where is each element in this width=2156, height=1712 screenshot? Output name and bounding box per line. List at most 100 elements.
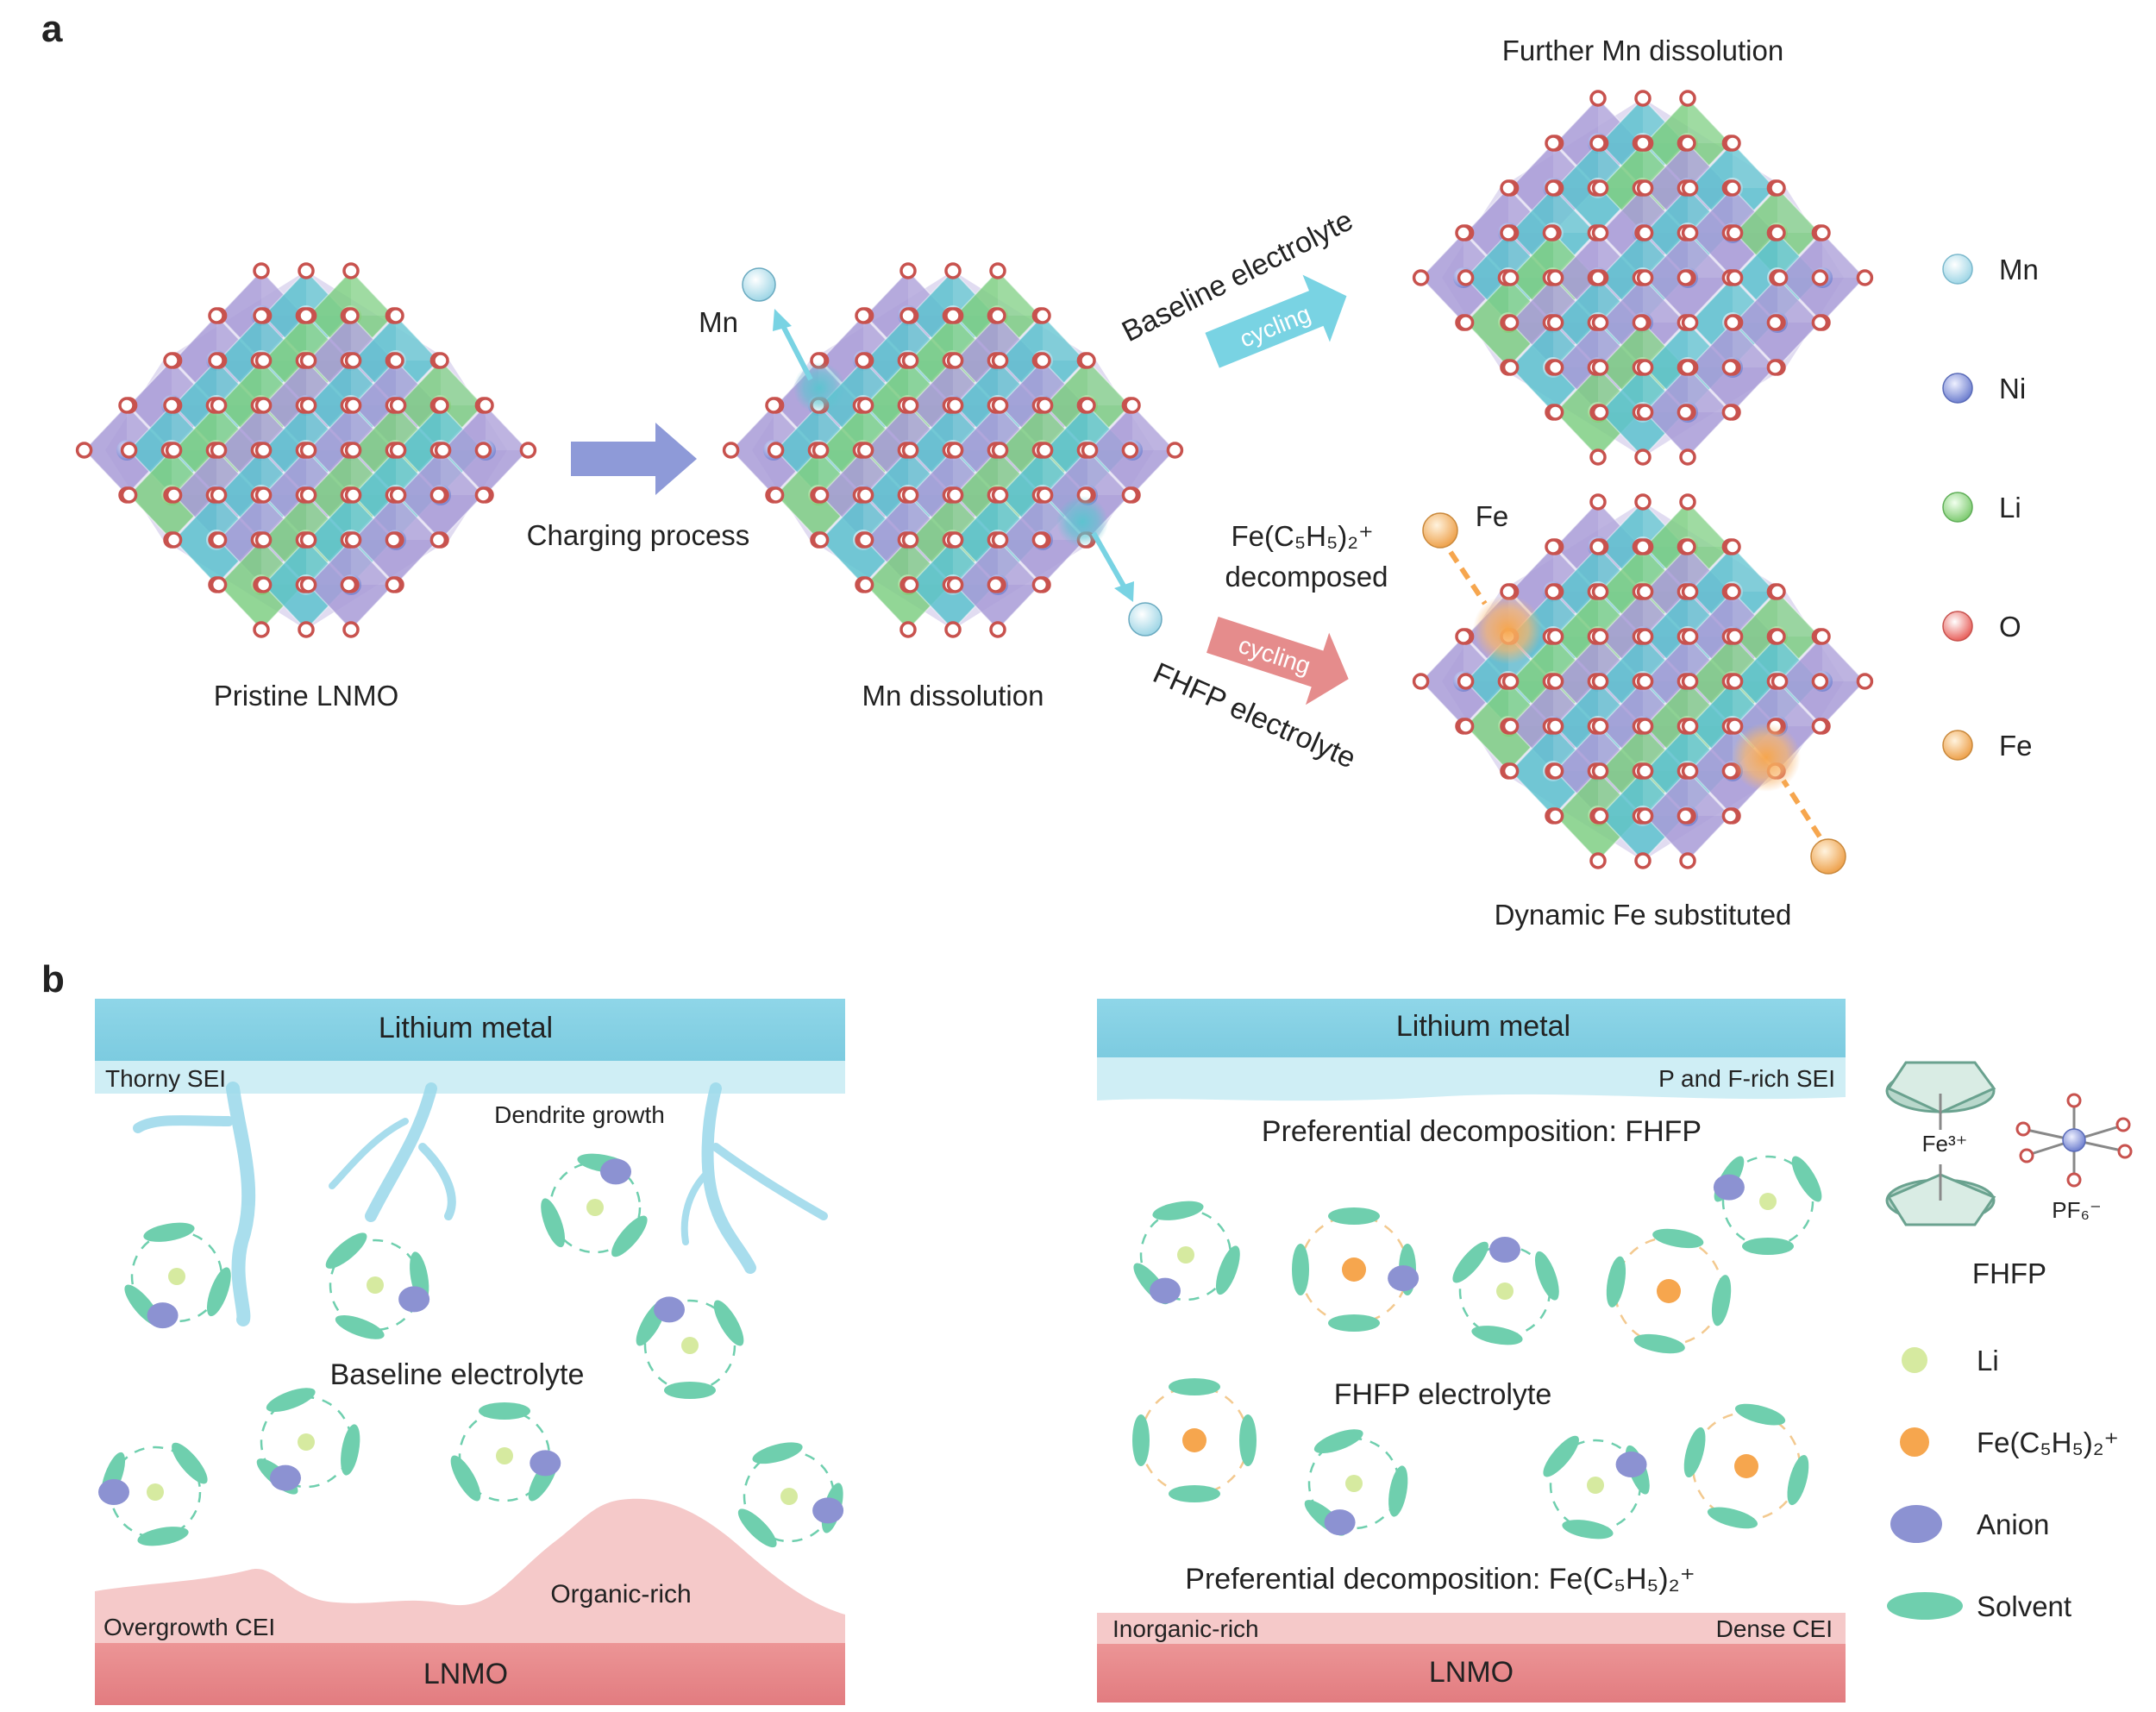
oxygen-atom [1589,538,1607,555]
oxygen-atom [1726,628,1744,645]
oxygen-atom [342,621,360,638]
pristine-label: Pristine LNMO [214,680,399,712]
solvent-molecule [1313,1429,1363,1454]
oxygen-atom [163,352,180,369]
oxygen-atom [901,442,919,459]
li-solvation-shell [450,1402,561,1502]
mn-dissolution-label: Mn dissolution [862,680,1044,712]
oxygen-atom [1811,269,1829,286]
oxygen-atom [1636,359,1654,376]
oxygen-atom [1769,583,1786,600]
li-ion [1345,1475,1363,1492]
oxygen-atom [1591,404,1609,421]
oxygen-atom [1591,179,1609,197]
oxygen-atom [1634,852,1651,869]
oxygen-atom [1681,762,1699,780]
lithium-metal-left [95,999,845,1061]
li-ion [367,1276,384,1294]
anion [98,1479,129,1505]
oxygen-atom [1542,224,1560,241]
oxygen-atom [1036,442,1054,459]
oxygen-atom [1766,314,1784,331]
legend-label: O [1999,611,2021,643]
anion [1489,1237,1520,1263]
panel-b-letter: b [41,958,65,1000]
crystal-mn-dissolution [722,262,1184,638]
lithium-metal-left-label: Lithium metal [379,1012,553,1044]
legend-label-b: Anion [1977,1508,2049,1540]
oxygen-atom [1636,628,1654,645]
oxygen-atom [1031,531,1050,549]
anion [1324,1509,1356,1536]
solvent-molecule [266,1388,316,1413]
oxygen-atom [989,621,1006,638]
li-solvation-shell [737,1442,844,1548]
oxygen-atom [1589,852,1607,869]
oxygen-atom [1721,404,1739,421]
oxygen-atom [1166,442,1184,459]
oxygen-atom [1681,314,1699,331]
oxygen-atom [118,397,135,414]
thorny-sei-label: Thorny SEI [105,1065,226,1092]
li-solvation-shell [1713,1155,1822,1255]
oxygen-atom [1726,224,1744,241]
oxygen-atom [254,486,273,504]
oxygen-atom [1634,493,1651,511]
oxygen-atom [1769,224,1786,241]
legend-label: Mn [1999,254,2039,285]
overgrowth-cei [95,1498,845,1643]
oxygen-atom [254,576,273,593]
solvent-molecule [1239,1414,1257,1466]
oxygen-atom [1591,628,1609,645]
oxygen-atom [1412,269,1430,286]
legend-label-b: Fe(C₅H₅)₂⁺ [1977,1427,2119,1458]
oxygen-atom [812,442,830,459]
oxygen-atom [1856,269,1874,286]
oxygen-atom [722,442,740,459]
oxygen-atom [1501,673,1520,690]
oxygen-atom [432,352,449,369]
oxygen-atom [1634,90,1651,107]
oxygen-atom [1591,583,1609,600]
anion [1713,1174,1745,1201]
oxygen-atom [254,442,273,459]
oxygen-atom [767,442,785,459]
li-ion [780,1488,798,1505]
oxygen-atom [210,397,228,414]
oxygen-atom [389,486,407,504]
oxygen-atom [385,531,403,549]
solvation-shells-right [1132,1155,1822,1540]
oxygen-atom [946,352,964,369]
lnmo-right [1097,1644,1846,1703]
dense-cei [1097,1613,1846,1644]
oxygen-atom [1500,224,1517,241]
fe-burst [1732,723,1801,792]
oxygen-atom [1589,448,1607,466]
p-f-rich-sei [1097,1057,1846,1101]
oxygen-atom [342,307,360,324]
solvent-molecule [172,1442,208,1484]
lithium-metal-right-label: Lithium metal [1396,1010,1570,1043]
oxygen-atom [1681,673,1699,690]
solvent-molecule [1711,1275,1732,1326]
oxygen-atom [1501,314,1520,331]
li-ion [147,1483,164,1501]
oxygen-atom [344,531,362,549]
oxygen-atom [1811,718,1829,735]
oxygen-atom [1677,404,1695,421]
oxygen-atom [1724,179,1741,197]
oxygen-atom [1681,718,1699,735]
legend-marker-ni [1942,373,1973,404]
oxygen-atom [165,486,183,504]
oxygen-atom [946,486,964,504]
li-solvation-shell [325,1232,430,1339]
solvent-molecule [1328,1314,1380,1332]
fe-cp-decomposed-line2: decomposed [1225,561,1388,593]
legend-label: Li [1999,492,2021,524]
oxygen-atom [299,531,317,549]
oxygen-atom [1634,135,1651,152]
pf6-molecule-icon [2015,1093,2133,1188]
oxygen-atom [899,262,917,279]
li-ion [1496,1282,1514,1300]
li-ion [298,1433,315,1451]
